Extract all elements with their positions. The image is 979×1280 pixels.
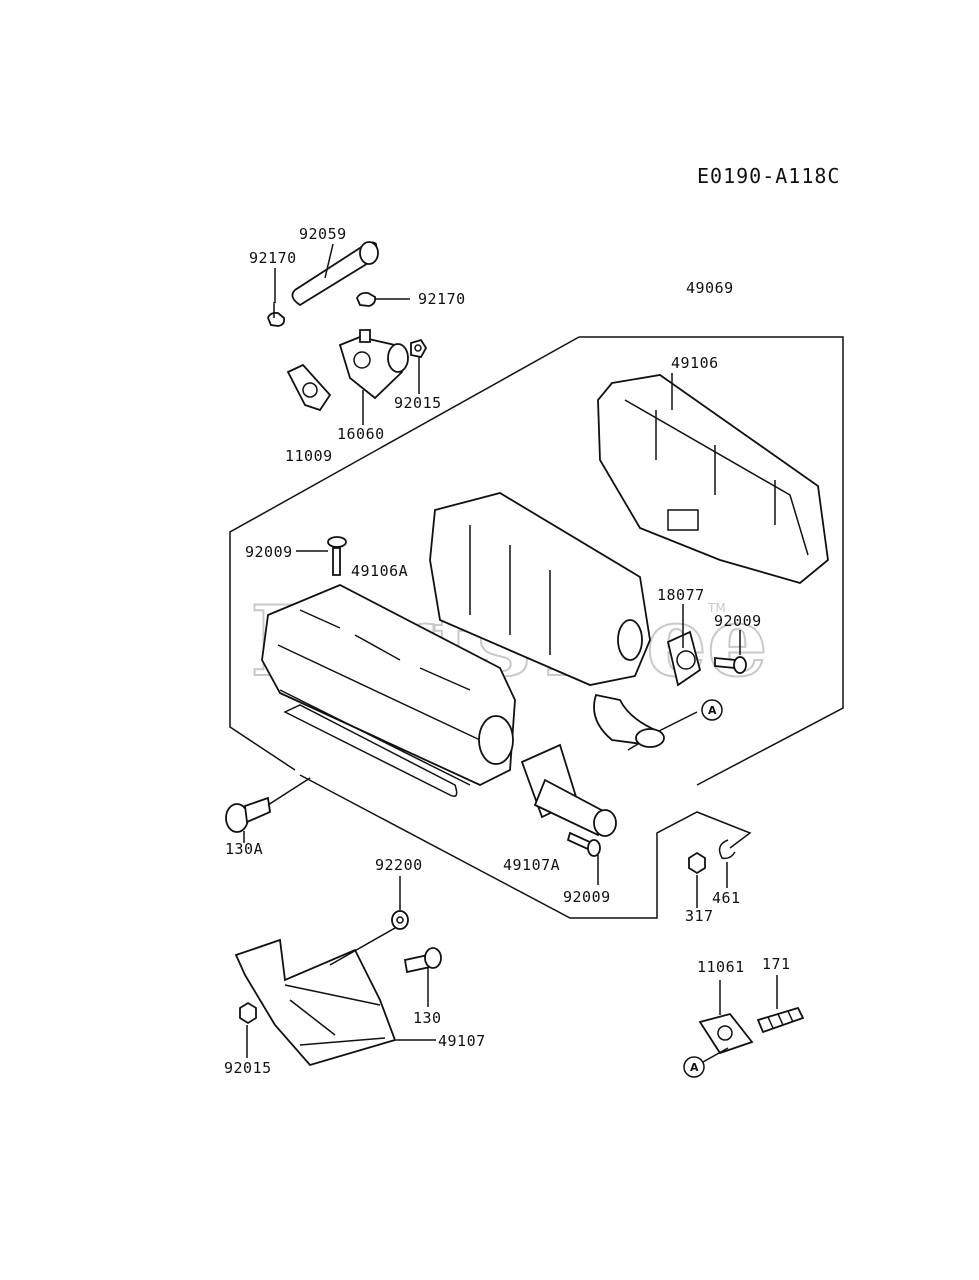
assembly-boundary-left	[229, 336, 580, 771]
label-317: 317	[685, 907, 714, 925]
gasket-11009[interactable]	[286, 363, 332, 412]
label-49106: 49106	[671, 354, 719, 372]
label-92015-bottom: 92015	[224, 1059, 272, 1077]
label-92059: 92059	[299, 225, 347, 243]
hose-92059[interactable]	[291, 241, 379, 307]
svg-text:A: A	[708, 704, 717, 717]
gasket-11061[interactable]	[698, 1012, 754, 1055]
label-16060: 16060	[337, 425, 385, 443]
label-92009-bottom: 92009	[563, 888, 611, 906]
label-18077: 18077	[657, 586, 705, 604]
label-49069: 49069	[686, 279, 734, 297]
muffler-cover-49106A[interactable]	[261, 584, 516, 797]
watermark-trademark: TM	[707, 601, 726, 615]
callout-a-lower: A	[683, 1056, 705, 1078]
assembly-boundary	[579, 336, 844, 786]
nut-317[interactable]	[688, 851, 706, 875]
label-49106A: 49106A	[351, 562, 408, 580]
label-92170-left: 92170	[249, 249, 297, 267]
callout-a-upper: A	[701, 699, 723, 721]
label-49107: 49107	[438, 1032, 486, 1050]
assembly-boundary-bottom	[299, 774, 752, 919]
label-92170-right: 92170	[418, 290, 466, 308]
washer-92200[interactable]	[391, 910, 409, 930]
label-92015-top: 92015	[394, 394, 442, 412]
label-130A: 130A	[225, 840, 263, 858]
label-49107A: 49107A	[503, 856, 560, 874]
exhaust-pipe-elbow[interactable]	[593, 693, 665, 748]
muffler-body[interactable]	[429, 492, 651, 686]
tail-pipe-49107A[interactable]	[520, 743, 617, 837]
label-92009-right: 92009	[714, 612, 762, 630]
label-11061: 11061	[697, 958, 745, 976]
label-130: 130	[413, 1009, 442, 1027]
label-11009: 11009	[285, 447, 333, 465]
bolt-92009-right[interactable]	[714, 656, 747, 674]
bolt-130A[interactable]	[225, 796, 271, 833]
heat-shield-49106[interactable]	[597, 374, 829, 584]
stud-171[interactable]	[756, 1006, 805, 1034]
clip-461[interactable]	[718, 839, 736, 860]
clamp-92170-left[interactable]	[267, 302, 286, 327]
bracket-49107[interactable]	[234, 938, 397, 1067]
label-92200: 92200	[375, 856, 423, 874]
bolt-130[interactable]	[403, 947, 442, 974]
clamp-92170-right[interactable]	[356, 291, 377, 307]
label-461: 461	[712, 889, 741, 907]
svg-text:A: A	[690, 1061, 699, 1074]
diagram-code: E0190-A118C	[697, 164, 840, 188]
nut-92015-top[interactable]	[410, 338, 428, 359]
nut-92015-bottom[interactable]	[239, 1001, 257, 1025]
label-92009-top: 92009	[245, 543, 293, 561]
fitting-16060[interactable]	[338, 329, 409, 400]
bolt-92009-bottom[interactable]	[566, 831, 601, 857]
screw-92009-top[interactable]	[327, 536, 347, 576]
label-171: 171	[762, 955, 791, 973]
